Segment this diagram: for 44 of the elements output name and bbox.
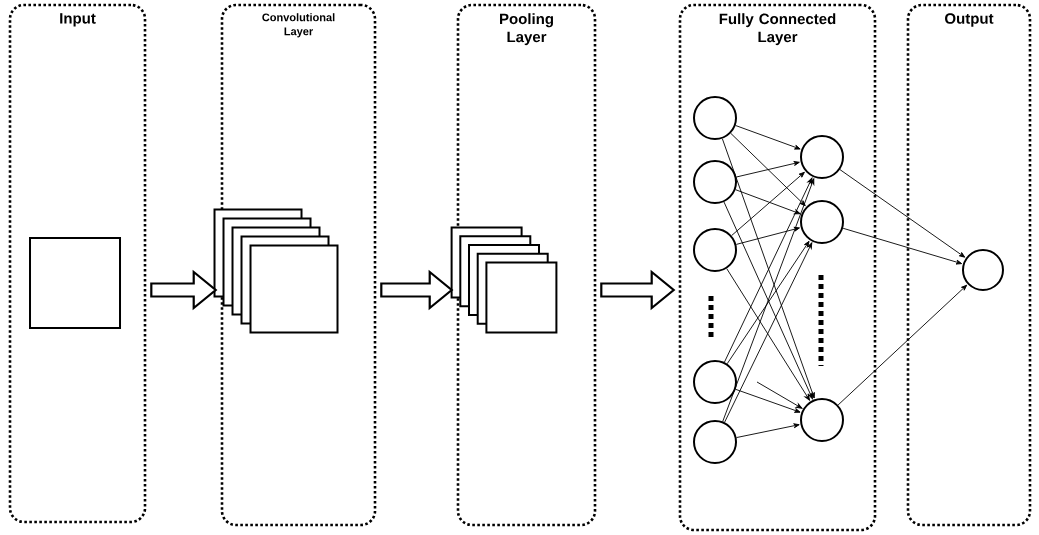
- layer-panel: [8, 3, 147, 524]
- neuron-circle: [693, 96, 737, 140]
- arrow: [726, 268, 811, 401]
- layer-panel: [220, 3, 377, 527]
- arrow: [735, 226, 800, 245]
- arrow: [723, 201, 813, 400]
- layer-panel: [456, 3, 597, 527]
- arrow: [735, 161, 800, 178]
- block-arrow: [380, 269, 454, 311]
- arrow: [724, 177, 813, 363]
- neuron-circle: [800, 200, 844, 244]
- arrow: [736, 423, 800, 438]
- arrow: [756, 381, 803, 409]
- input-square: [29, 237, 121, 329]
- neuron-circle: [693, 160, 737, 204]
- block-arrow: [600, 269, 676, 311]
- arrow: [724, 242, 813, 423]
- arrow: [735, 388, 801, 413]
- arrow: [842, 227, 963, 265]
- neuron-circle: [693, 420, 737, 464]
- arrow: [721, 138, 815, 399]
- feature-map-stack: [213, 208, 339, 334]
- neuron-circle: [962, 249, 1004, 291]
- arrow: [735, 125, 801, 150]
- neuron-circle: [800, 135, 844, 179]
- neuron-circle: [800, 398, 844, 442]
- arrow: [839, 169, 966, 258]
- arrow: [730, 132, 806, 207]
- arrow: [837, 284, 968, 406]
- arrow: [726, 240, 810, 365]
- panel-heading: Convolutional Layer: [262, 13, 335, 38]
- feature-map-stack: [450, 226, 558, 334]
- panel-heading: Input: [60, 13, 96, 27]
- layer-panel: [906, 3, 1032, 527]
- arrow: [722, 178, 815, 422]
- neuron-circle: [693, 360, 737, 404]
- arrow: [731, 171, 805, 236]
- layer-panel: [678, 3, 877, 532]
- arrow: [735, 189, 801, 215]
- panel-heading: Fully Connected Layer: [719, 13, 836, 46]
- panel-heading: Output: [945, 13, 994, 27]
- block-arrow: [150, 269, 218, 311]
- panel-heading: Pooling Layer: [500, 13, 553, 46]
- neuron-circle: [693, 228, 737, 272]
